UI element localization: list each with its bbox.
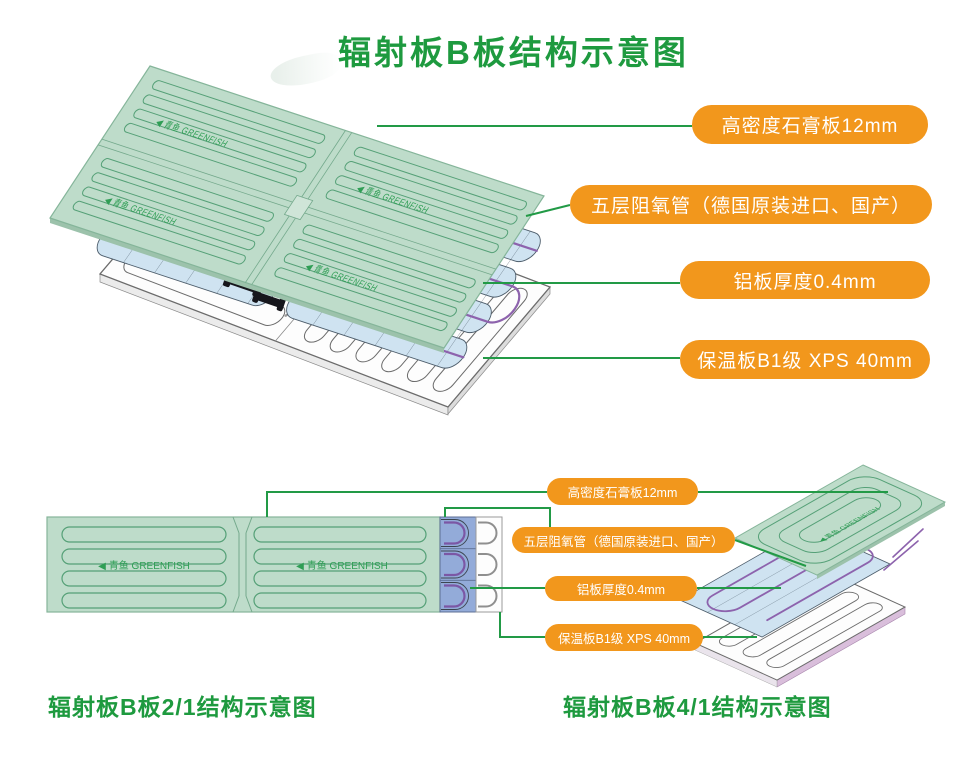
label-insulation-board-small: 保温板B1级 XPS 40mm — [545, 624, 703, 651]
leader-lines — [266, 125, 888, 638]
pipe-edge-section — [439, 516, 477, 613]
label-gypsum-board-small: 高密度石膏板12mm — [547, 478, 698, 505]
label-oxygen-barrier-pipe: 五层阻氧管（德国原装进口、国产） — [570, 185, 932, 224]
insulation-board-layer — [695, 570, 905, 688]
leader-insulation-bottom — [499, 612, 757, 638]
label-aluminum-plate: 铝板厚度0.4mm — [680, 261, 930, 299]
surface-grooves — [71, 80, 528, 332]
page-title: 辐射板B板结构示意图 — [338, 34, 689, 71]
fish-icon: ◀ — [296, 561, 304, 572]
leader-pipe-bottom — [444, 507, 807, 567]
label-insulation-board: 保温板B1级 XPS 40mm — [680, 340, 930, 379]
main-exploded-diagram: ◀青鱼 GREENFISH ◀青鱼 GREENFISH ◀青鱼 GREENFIS… — [50, 66, 561, 416]
leader-gypsum-bottom — [266, 491, 888, 517]
label-oxygen-barrier-pipe-small: 五层阻氧管（德国原装进口、国产） — [512, 527, 735, 553]
greenfish-logo: ◀青鱼 GREENFISH — [98, 559, 190, 572]
gypsum-board-layer: ◀青鱼 GREENFISH — [735, 465, 945, 579]
surface-grooves — [61, 526, 427, 609]
fish-icon: ◀ — [816, 537, 829, 544]
label-gypsum-board: 高密度石膏板12mm — [692, 105, 928, 144]
fish-icon: ◀ — [98, 561, 106, 572]
pipe-tails — [883, 528, 924, 571]
gypsum-board-layer: ◀青鱼 GREENFISH ◀青鱼 GREENFISH ◀青鱼 GREENFIS… — [50, 66, 544, 353]
half-panel-top-view: ◀青鱼 GREENFISH ◀青鱼 GREENFISH — [46, 516, 503, 613]
caption-quarter-panel: 辐射板B板4/1结构示意图 — [563, 694, 832, 720]
fish-icon: ◀ — [102, 195, 114, 206]
quarter-panel-exploded: ◀青鱼 GREENFISH — [680, 465, 945, 688]
greenfish-logo: ◀青鱼 GREENFISH — [296, 559, 388, 572]
fish-icon: ◀ — [303, 261, 315, 272]
insulation-edge-section — [475, 516, 503, 613]
oxygen-barrier-pipe — [700, 531, 881, 628]
label-aluminum-plate-small: 铝板厚度0.4mm — [545, 576, 697, 601]
leader-pipe-top — [525, 204, 571, 217]
fish-icon: ◀ — [355, 183, 367, 194]
fish-icon: ◀ — [154, 117, 166, 128]
caption-half-panel: 辐射板B板2/1结构示意图 — [48, 694, 317, 720]
